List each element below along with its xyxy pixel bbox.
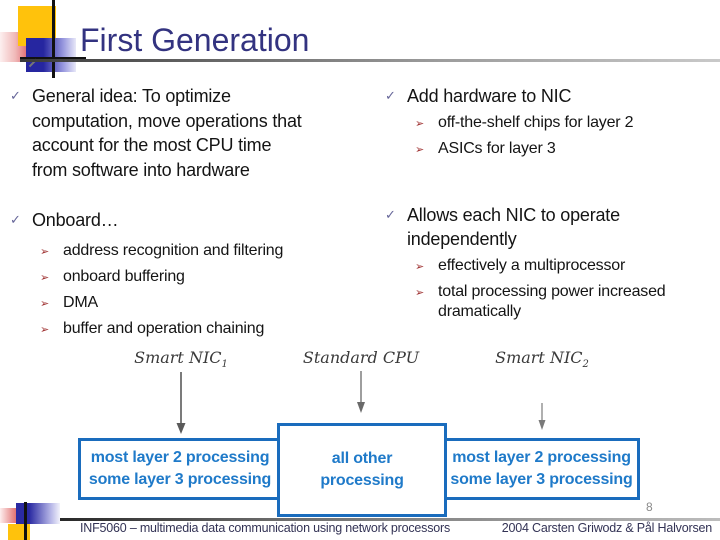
- sub-bullet: ➢ buffer and operation chaining: [40, 319, 355, 339]
- sub-bullet-text: buffer and operation chaining: [63, 319, 265, 337]
- check-bullet-icon: ✓: [10, 88, 21, 103]
- logo-vertical-line-shape: [52, 0, 55, 78]
- check-bullet-icon: ✓: [385, 206, 396, 222]
- footer-divider: [28, 518, 720, 521]
- left-column: ✓ General idea: To optimize computation,…: [10, 84, 355, 345]
- sub-bullet: ➢ off-the-shelf chips for layer 2: [415, 113, 717, 133]
- bullet-allows-nic: ✓ Allows each NIC to operate independent…: [385, 203, 717, 252]
- sub-bullet-text: total processing power increased dramati…: [438, 282, 666, 320]
- logo-vertical-line-shape: [24, 502, 27, 540]
- arrow-bullet-icon: ➢: [40, 297, 50, 310]
- sub-bullet-text: effectively a multiprocessor: [438, 256, 626, 274]
- page-number: 8: [646, 500, 653, 514]
- nic1-processing-box: most layer 2 processing some layer 3 pro…: [78, 438, 279, 500]
- header-logo-icon: [0, 0, 90, 90]
- bullet-text: General idea: To optimize computation, m…: [32, 86, 302, 180]
- arrow-bullet-icon: ➢: [415, 143, 425, 156]
- sub-bullet: ➢ ASICs for layer 3: [415, 139, 717, 159]
- standard-cpu-label: Standard CPU: [261, 348, 461, 370]
- bullet-onboard: ✓ Onboard…: [10, 208, 355, 233]
- right-column: ✓ Add hardware to NIC ➢ off-the-shelf ch…: [385, 84, 717, 328]
- onboard-sub-list: ➢ address recognition and filtering ➢ on…: [40, 241, 355, 339]
- footer-logo-icon: [0, 488, 80, 540]
- bullet-text: Allows each NIC to operate independently: [407, 204, 620, 250]
- sub-bullet-text: address recognition and filtering: [63, 241, 284, 259]
- cpu-processing-box: all other processing: [277, 423, 447, 517]
- allows-nic-sub-list: ➢ effectively a multiprocessor ➢ total p…: [415, 256, 717, 322]
- bullet-text: Add hardware to NIC: [407, 86, 572, 106]
- label-text: Smart NIC: [134, 348, 222, 367]
- sub-bullet: ➢ total processing power increased drama…: [415, 282, 717, 322]
- arrow-bullet-icon: ➢: [415, 117, 425, 130]
- page-title: First Generation: [80, 22, 310, 58]
- check-bullet-icon: ✓: [385, 88, 396, 103]
- sub-bullet-text: onboard buffering: [63, 267, 185, 285]
- smart-nic2-label: Smart NIC2: [442, 348, 642, 370]
- logo-blue-square-shape: [26, 38, 76, 72]
- add-hardware-sub-list: ➢ off-the-shelf chips for layer 2 ➢ ASIC…: [415, 113, 717, 159]
- footer-course-text: INF5060 – multimedia data communication …: [80, 521, 451, 535]
- bullet-text: Onboard…: [32, 210, 119, 230]
- arrow-bullet-icon: ➢: [415, 260, 425, 273]
- sub-bullet-text: off-the-shelf chips for layer 2: [438, 113, 634, 131]
- sub-bullet-text: ASICs for layer 3: [438, 139, 556, 157]
- sub-bullet: ➢ onboard buffering: [40, 267, 355, 287]
- arrow-bullet-icon: ➢: [40, 271, 50, 284]
- label-text: Smart NIC: [495, 348, 583, 367]
- sub-bullet: ➢ effectively a multiprocessor: [415, 256, 717, 276]
- logo-blue-square-shape: [16, 503, 60, 524]
- label-text: Standard CPU: [302, 348, 420, 367]
- bullet-add-hardware: ✓ Add hardware to NIC: [385, 84, 717, 109]
- bullet-general-idea: ✓ General idea: To optimize computation,…: [10, 84, 355, 182]
- check-bullet-icon: ✓: [10, 212, 21, 227]
- arrow-bullet-icon: ➢: [415, 286, 425, 299]
- sub-bullet-text: DMA: [63, 293, 98, 311]
- smart-nic1-label: Smart NIC1: [81, 348, 281, 370]
- label-subscript: 1: [221, 359, 228, 370]
- title-divider: [20, 59, 720, 62]
- arrow-bullet-icon: ➢: [40, 245, 50, 258]
- sub-bullet: ➢ DMA: [40, 293, 355, 313]
- sub-bullet: ➢ address recognition and filtering: [40, 241, 355, 261]
- arrow-bullet-icon: ➢: [40, 323, 50, 336]
- label-subscript: 2: [582, 359, 589, 370]
- nic2-processing-box: most layer 2 processing some layer 3 pro…: [446, 438, 640, 500]
- footer-credits-text: 2004 Carsten Griwodz & Pål Halvorsen: [501, 521, 712, 535]
